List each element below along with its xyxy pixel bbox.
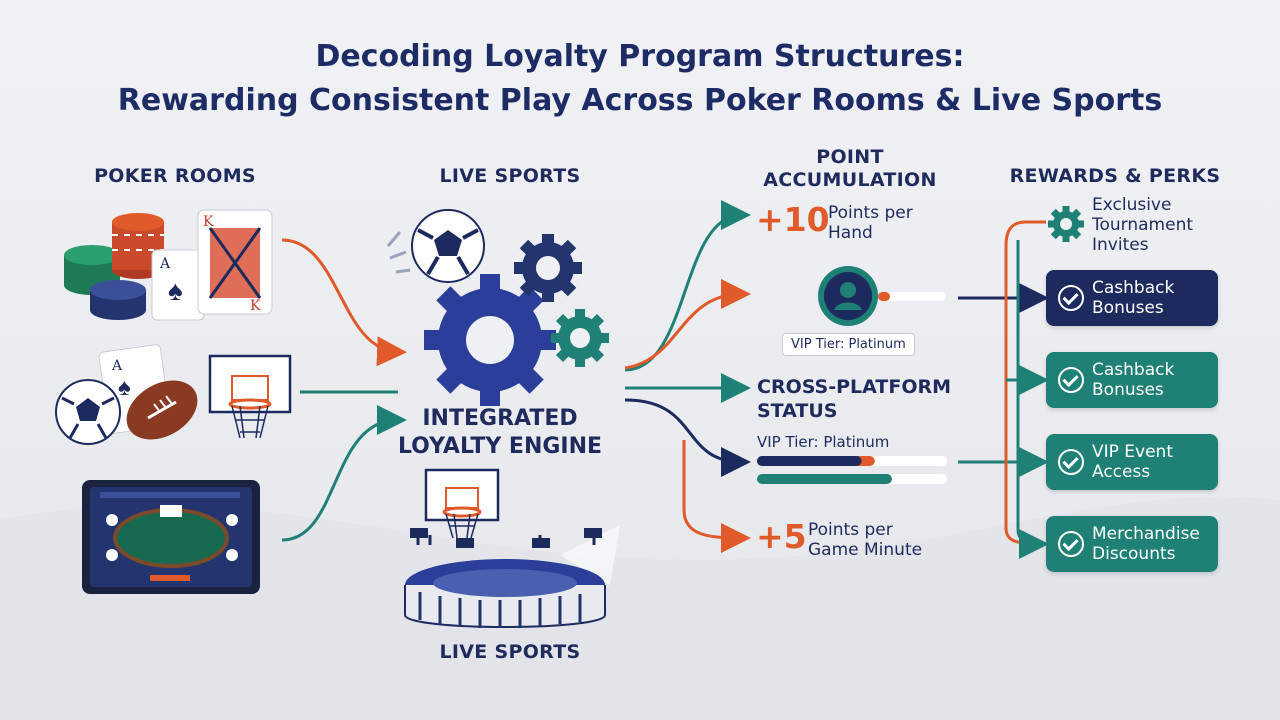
cross-line-1: CROSS-PLATFORM — [757, 376, 952, 398]
vip-tier-badge: VIP Tier: Platinum — [782, 333, 915, 356]
minute-line-1: Points per — [808, 520, 893, 540]
gear-reward-icon — [1048, 206, 1084, 242]
soccer-ball-center-icon — [386, 209, 485, 283]
heading-point-line-1: POINT — [816, 146, 884, 168]
title-line-1: Decoding Loyalty Program Structures: — [315, 39, 965, 74]
svg-text:♠: ♠ — [168, 275, 183, 306]
reward-2-line-1: Cashback — [1092, 360, 1175, 380]
heading-live-sports: LIVE SPORTS — [439, 165, 581, 187]
reward-cashback-bonuses-2: Cashback Bonuses — [1046, 352, 1218, 408]
vip-avatar-icon — [818, 266, 946, 326]
minute-line-2: Game Minute — [808, 540, 923, 560]
check-circle-icon — [1058, 531, 1084, 557]
heading-point-line-2: ACCUMULATION — [763, 169, 937, 191]
stadium-icon — [404, 525, 620, 628]
svg-text:♠: ♠ — [118, 374, 131, 401]
engine-line-2: LOYALTY ENGINE — [397, 434, 603, 459]
rewards-bracket-orange — [1004, 220, 1046, 546]
reward-1-line-2: Bonuses — [1092, 298, 1164, 318]
reward-exclusive-tournament-invites: Exclusive Tournament Invites — [1092, 195, 1193, 255]
reward-1-text: Cashback Bonuses — [1092, 278, 1174, 318]
flow-arrow-minute — [682, 440, 751, 553]
reward-0-line-1: Exclusive — [1092, 195, 1172, 215]
check-circle-icon — [1058, 367, 1084, 393]
live-sports-bottom-label: LIVE SPORTS — [439, 641, 581, 663]
poker-chips-icon — [64, 213, 164, 320]
engine-line-1: INTEGRATED — [422, 406, 578, 431]
tablet-poker-app-icon — [82, 480, 260, 594]
reward-3-text: VIP Event Access — [1092, 442, 1173, 482]
reward-3-line-1: VIP Event — [1092, 442, 1173, 462]
integrated-loyalty-engine-label: INTEGRATED LOYALTY ENGINE — [370, 405, 630, 461]
svg-text:A: A — [111, 358, 123, 374]
reward-cashback-bonuses-1: Cashback Bonuses — [1046, 270, 1218, 326]
heading-rewards: REWARDS & PERKS — [1009, 165, 1221, 187]
rewards-bracket-teal — [1016, 240, 1049, 559]
vip-tier-progress-label: VIP Tier: Platinum — [757, 433, 890, 451]
reward-1-line-1: Cashback — [1092, 278, 1175, 298]
heading-point-accumulation: POINT ACCUMULATION — [740, 146, 960, 192]
soccer-ball-icon — [55, 379, 121, 445]
basketball-hoop-center-icon — [424, 468, 500, 539]
reward-3-line-2: Access — [1092, 462, 1151, 482]
points-per-hand-label: Points per Hand — [828, 203, 913, 243]
flow-arrow-poker — [281, 238, 407, 367]
svg-text:A: A — [159, 256, 171, 272]
reward-0-line-2: Tournament — [1092, 215, 1194, 235]
progress-fill-navy — [757, 456, 862, 466]
reward-2-text: Cashback Bonuses — [1092, 360, 1174, 400]
check-circle-icon — [1058, 285, 1084, 311]
reward-0-line-3: Invites — [1092, 235, 1149, 255]
check-circle-icon — [1058, 449, 1084, 475]
points-per-minute-label: Points per Game Minute — [808, 520, 922, 560]
reward-4-text: Merchandise Discounts — [1092, 524, 1200, 564]
flow-arrow-tier — [624, 279, 751, 370]
title-line-2: Rewarding Consistent Play Across Poker R… — [117, 83, 1163, 118]
cross-line-2: STATUS — [757, 400, 838, 422]
points-per-hand-value: +10 — [756, 200, 830, 239]
reward-vip-event-access: VIP Event Access — [1046, 434, 1218, 490]
gears-icon — [424, 234, 609, 406]
heading-poker-rooms: POKER ROOMS — [94, 165, 256, 187]
flow-arrow-tablet — [281, 405, 407, 542]
svg-text:K: K — [203, 214, 214, 230]
reward-4-line-2: Discounts — [1092, 544, 1176, 564]
flow-arrow-progress — [624, 398, 751, 477]
progress-fill-teal — [757, 474, 892, 484]
flow-arrow-hand — [624, 200, 751, 372]
reward-merchandise-discounts: Merchandise Discounts — [1046, 516, 1218, 572]
basketball-hoop-icon — [208, 354, 292, 439]
hand-line-2: Hand — [828, 223, 873, 243]
football-icon — [126, 380, 198, 440]
playing-cards-icon: A ♠ K K — [151, 209, 273, 321]
cross-platform-status-label: CROSS-PLATFORM STATUS — [757, 375, 951, 423]
svg-text:K: K — [250, 298, 261, 314]
hand-line-1: Points per — [828, 203, 913, 223]
vip-progress-bars — [757, 456, 947, 484]
reward-4-line-1: Merchandise — [1092, 524, 1200, 544]
points-per-minute-value: +5 — [756, 517, 807, 556]
reward-2-line-2: Bonuses — [1092, 380, 1164, 400]
